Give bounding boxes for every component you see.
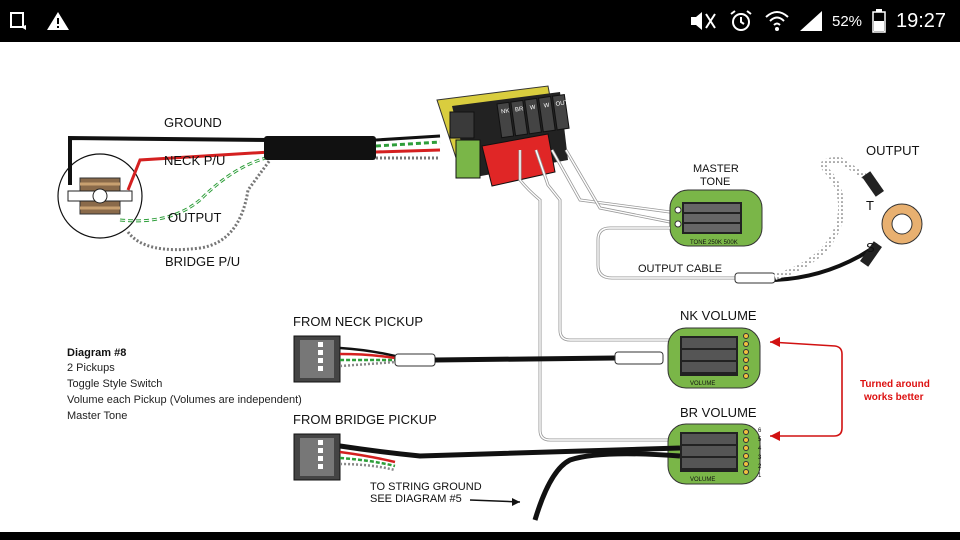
notes-line-2: Toggle Style Switch bbox=[67, 378, 162, 390]
jack-tip-label: T bbox=[866, 198, 874, 213]
string-ground-label-2: SEE DIAGRAM #5 bbox=[370, 493, 462, 505]
output-jack-title: OUTPUT bbox=[866, 143, 920, 158]
toggle-switch: NK BR W W OUT bbox=[436, 85, 570, 187]
wiring-diagram: GROUND NECK P/U OUTPUT BRIDGE P/U NK BR … bbox=[57, 85, 938, 521]
diagram-notes: Diagram #8 2 Pickups Toggle Style Switch… bbox=[67, 347, 302, 422]
output-jack bbox=[860, 171, 923, 267]
nk-volume-pot: VOLUME bbox=[667, 327, 761, 389]
neck-connector bbox=[293, 335, 341, 383]
battery-icon bbox=[872, 0, 886, 42]
neck-pu-label: NECK P/U bbox=[164, 153, 225, 168]
battery-percent: 52% bbox=[832, 12, 863, 30]
master-tone-pot: TONE 250K 500K bbox=[669, 189, 763, 247]
output-label: OUTPUT bbox=[168, 210, 222, 225]
from-bridge-label: FROM BRIDGE PICKUP bbox=[293, 412, 437, 427]
string-ground-label-1: TO STRING GROUND bbox=[370, 481, 482, 493]
cable-connector bbox=[734, 272, 776, 284]
bottom-edge bbox=[0, 532, 960, 540]
pin-number-6: 6 bbox=[758, 428, 762, 434]
pin-number-4: 4 bbox=[758, 446, 762, 452]
switch-pin-nk: NK bbox=[501, 108, 510, 115]
master-tone-label-2: TONE bbox=[700, 176, 730, 188]
br-board-text: VOLUME bbox=[690, 477, 715, 483]
tone-board-values: 250K 500K bbox=[708, 240, 738, 246]
pin-number-2: 2 bbox=[758, 464, 762, 470]
pin-number-5: 5 bbox=[758, 437, 762, 443]
pin-number-3: 3 bbox=[758, 455, 762, 461]
red-note-line-2: works better bbox=[863, 392, 924, 403]
wifi-icon bbox=[764, 0, 790, 42]
br-volume-label: BR VOLUME bbox=[680, 405, 757, 420]
notes-line-1: 2 Pickups bbox=[67, 362, 115, 374]
warning-icon bbox=[46, 0, 70, 42]
br-volume-pot: VOLUME bbox=[667, 423, 761, 485]
switch-pin-w1: W bbox=[530, 105, 537, 112]
nk-board-text: VOLUME bbox=[690, 381, 715, 387]
clock: 19:27 bbox=[896, 9, 947, 32]
status-bar: 52% 19:27 bbox=[0, 0, 960, 42]
pin-number-1: 1 bbox=[758, 473, 762, 479]
pin-numbers: 6 5 4 3 2 1 bbox=[758, 428, 762, 479]
notes-line-3: Volume each Pickup (Volumes are independ… bbox=[67, 394, 302, 406]
signal-icon bbox=[798, 0, 824, 42]
bridge-pu-label: BRIDGE P/U bbox=[165, 254, 240, 269]
jack-sleeve-label: S bbox=[866, 240, 875, 255]
switch-pin-out: OUT bbox=[555, 100, 569, 108]
master-tone-label-1: MASTER bbox=[693, 163, 739, 175]
alarm-icon bbox=[728, 0, 754, 42]
tone-board-text: TONE bbox=[690, 240, 707, 246]
ground-label: GROUND bbox=[164, 115, 222, 130]
notes-title: Diagram #8 bbox=[67, 347, 126, 359]
from-neck-label: FROM NECK PICKUP bbox=[293, 314, 423, 329]
shrink-tube bbox=[264, 136, 376, 160]
red-note-line-1: Turned around bbox=[860, 379, 930, 390]
switch-pin-w2: W bbox=[543, 103, 550, 110]
screenshot-icon bbox=[8, 0, 30, 42]
output-cable-label: OUTPUT CABLE bbox=[638, 263, 722, 275]
nk-volume-label: NK VOLUME bbox=[680, 308, 757, 323]
red-annotation: Turned around works better bbox=[769, 337, 938, 441]
pickup-selector-assembly bbox=[57, 153, 143, 239]
bridge-connector bbox=[293, 433, 341, 481]
notes-line-4: Master Tone bbox=[67, 410, 127, 422]
mute-icon bbox=[688, 0, 718, 42]
switch-pin-br: BR bbox=[515, 106, 525, 113]
